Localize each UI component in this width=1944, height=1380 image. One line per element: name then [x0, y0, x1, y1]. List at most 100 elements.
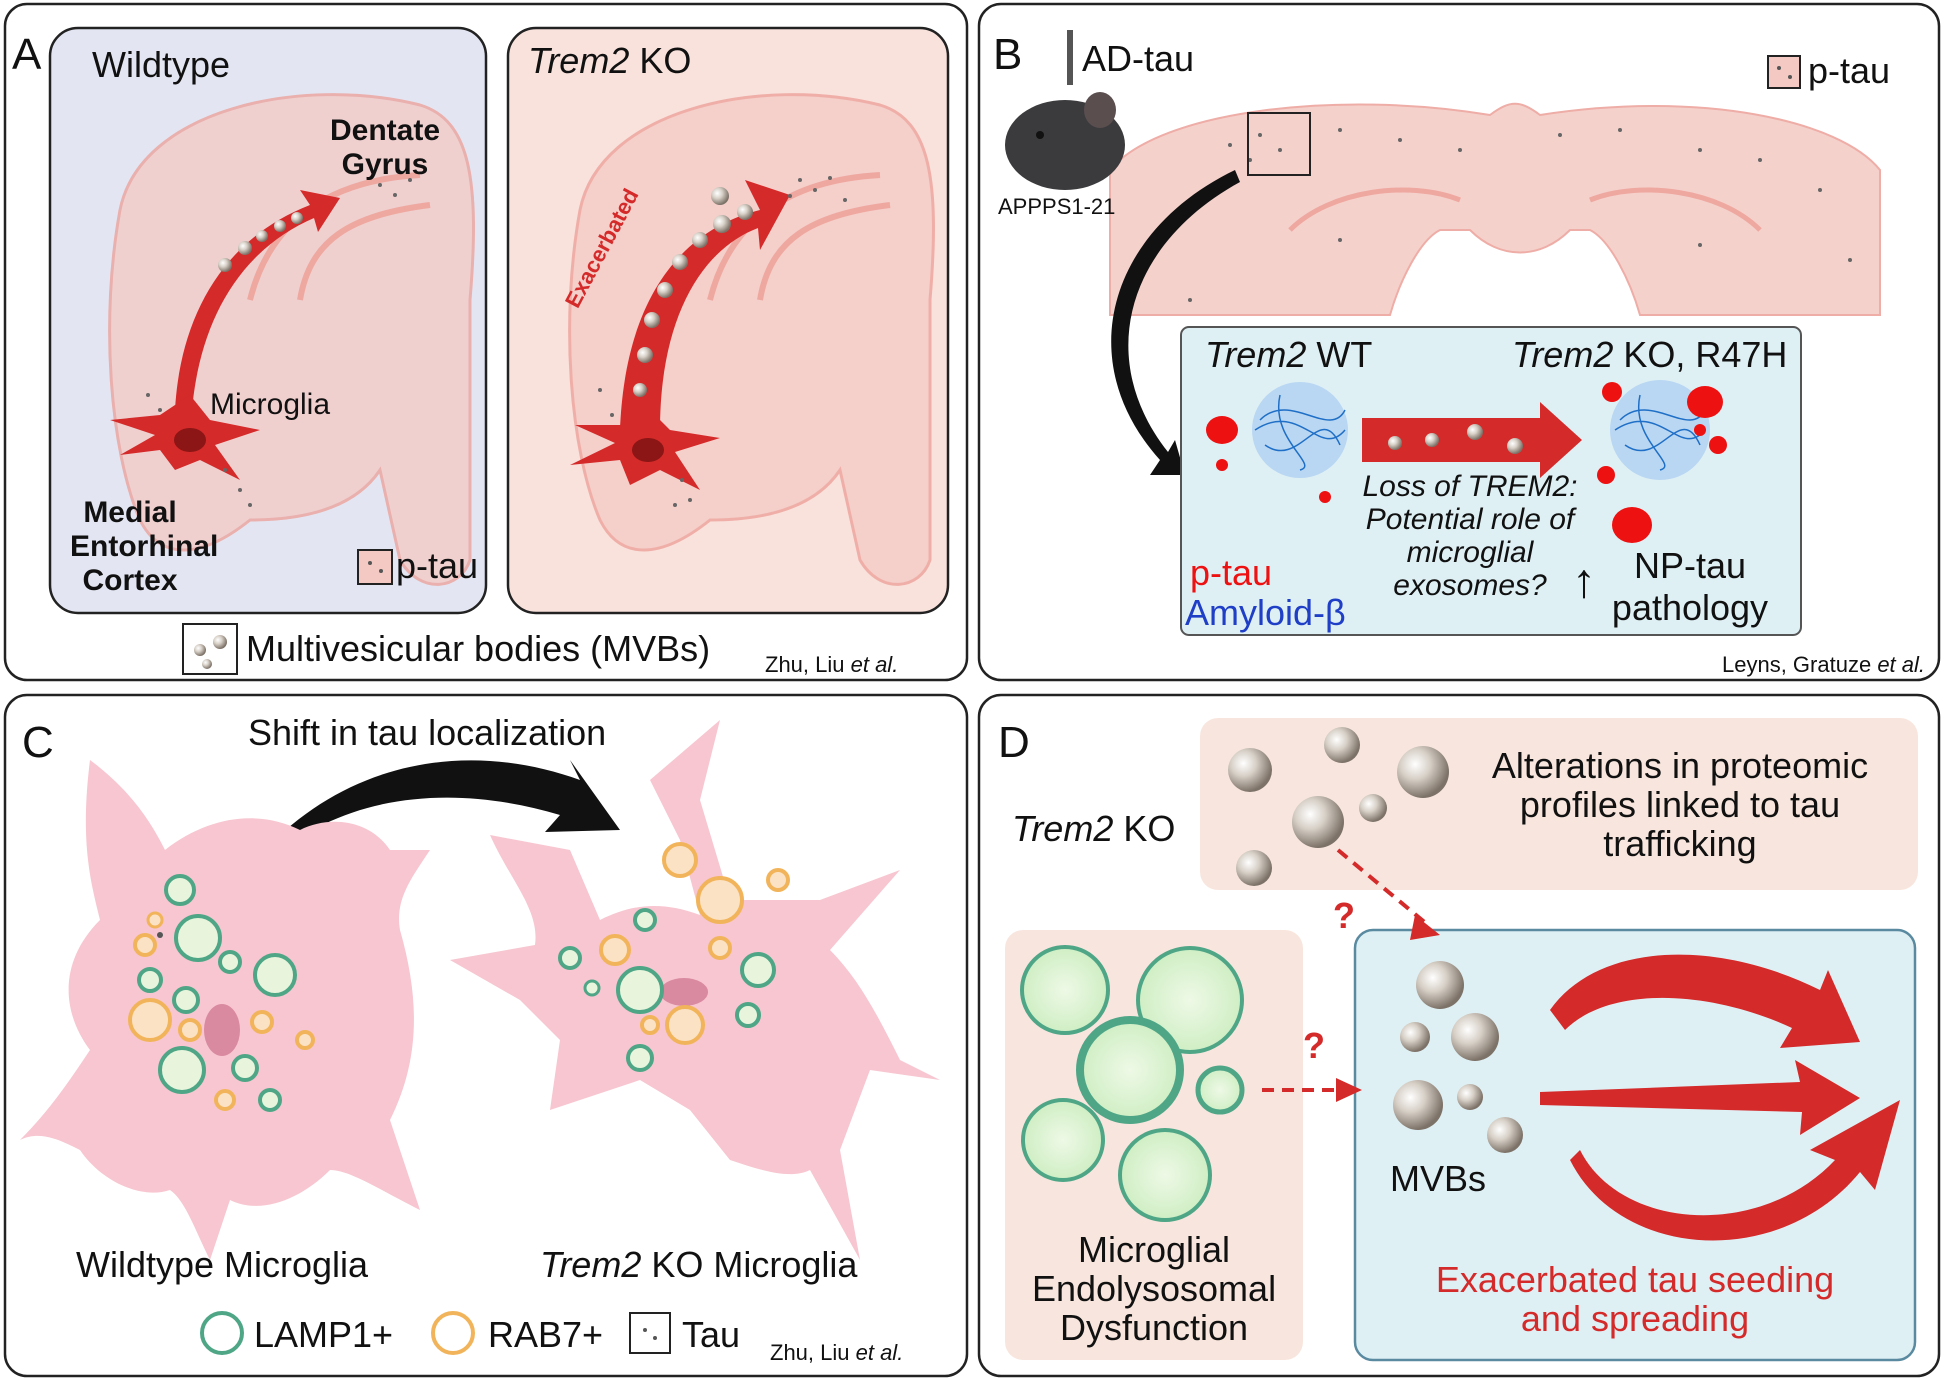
tau-label: Tau — [682, 1314, 741, 1355]
ptau-legend-swatch-b — [1767, 55, 1801, 89]
ko-microglia-rest: KO Microglia — [641, 1244, 858, 1285]
panel-b-brain — [1109, 102, 1881, 316]
endo-line1: Microglial — [1077, 1229, 1231, 1270]
wt-nucleus — [204, 1004, 240, 1056]
exacerbated-line2: and spreading — [1520, 1298, 1750, 1339]
brain-zoom-box — [1247, 112, 1311, 176]
up-arrow: ↑ — [1572, 555, 1596, 608]
ko-vesicles — [558, 842, 790, 1072]
citation-b-names: Leyns, Gratuze — [1722, 652, 1878, 677]
mvb-legend-label: Multivesicular bodies (MVBs) — [246, 628, 711, 669]
ko-amyloid-plaque — [1610, 380, 1710, 480]
ko-microglia — [570, 410, 720, 490]
ko-spread-arrow — [620, 180, 790, 430]
ko-r47h-label: Trem2 KO, R47H — [1512, 334, 1787, 376]
lamp1-label: LAMP1+ — [254, 1314, 394, 1355]
panel-a-letter: A — [12, 30, 42, 79]
mvbs-cluster — [1393, 961, 1523, 1153]
shift-label: Shift in tau localization — [248, 712, 607, 753]
trem2-arrow-mvbs — [1388, 424, 1523, 454]
ptau-legend-swatch-a — [357, 549, 393, 585]
proteomic-mvbs — [1228, 727, 1449, 886]
ko-microglia-label: Trem2 KO Microglia — [540, 1244, 857, 1286]
np-line2: pathology — [1611, 587, 1769, 628]
dentate-line1: Dentate — [330, 114, 441, 147]
endolysosomal-vesicles — [1020, 945, 1245, 1222]
ad-tau-label: AD-tau — [1082, 38, 1195, 79]
question-line3: microglial — [1406, 536, 1534, 569]
citation-b: Leyns, Gratuze et al. — [1722, 652, 1925, 678]
question-line4: exosomes? — [1393, 569, 1547, 602]
wildtype-arrow-mvbs — [218, 212, 303, 272]
mec-line1: Medial — [83, 496, 177, 529]
wildtype-spread-arrow — [175, 190, 340, 410]
panel-b-tau-speckles — [1188, 128, 1852, 302]
wt-microglia-label: Wildtype Microglia — [76, 1244, 369, 1285]
ko-label-rest: KO — [629, 40, 692, 81]
citation-a-names: Zhu, Liu — [765, 652, 851, 677]
panel-d-letter: D — [998, 718, 1030, 767]
rab7-legend-icon — [431, 1311, 475, 1355]
ko-microglia-gene: Trem2 — [540, 1244, 642, 1285]
ko-label-gene: Trem2 — [528, 40, 630, 81]
ko-brain — [568, 93, 935, 586]
panel-b-letter: B — [993, 30, 1023, 79]
np-line1: NP-tau — [1633, 545, 1747, 586]
panel-b-hippocampus — [1288, 187, 1762, 232]
wildtype-vesicles — [128, 874, 315, 1112]
ptau-legend-label-b: p-tau — [1808, 50, 1891, 91]
question-mark-2: ? — [1303, 1025, 1325, 1066]
question-line2: Potential role of — [1365, 503, 1575, 536]
trem2-arrow — [1362, 402, 1582, 478]
trem2ko-gene: Trem2 — [1012, 808, 1114, 849]
mec-line3: Cortex — [82, 564, 178, 597]
panel-a-tau-speckles — [146, 176, 847, 507]
proteomic-line1: Alterations in proteomic — [1491, 745, 1869, 786]
ko-label: Trem2 KO — [528, 40, 691, 82]
proteomic-line3: trafficking — [1603, 823, 1757, 864]
spread-arrow-middle — [1540, 1060, 1860, 1135]
wt-label: Trem2 WT — [1205, 334, 1372, 376]
ko-r47h-gene: Trem2 — [1512, 334, 1614, 375]
tau-legend-icon — [629, 1312, 671, 1354]
wt-amyloid-plaque — [1252, 382, 1348, 478]
spread-arrow-top — [1550, 954, 1860, 1048]
citation-a-etal: et al. — [850, 652, 899, 677]
citation-c: Zhu, Liu et al. — [770, 1340, 903, 1366]
trem2ko-label: Trem2 KO — [1012, 808, 1175, 850]
shift-arrow — [265, 760, 620, 860]
amyloid-key: Amyloid-β — [1185, 592, 1346, 633]
lamp1-legend-icon — [200, 1311, 244, 1355]
question-line1: Loss of TREM2: — [1362, 470, 1578, 503]
dentate-line2: Gyrus — [341, 148, 429, 181]
ko-r47h-rest: KO, R47H — [1613, 334, 1788, 375]
proteomic-line2: profiles linked to tau — [1519, 784, 1841, 825]
mvbs-label: MVBs — [1390, 1158, 1487, 1199]
citation-a: Zhu, Liu et al. — [765, 652, 898, 678]
wt-label-gene: Trem2 — [1205, 334, 1307, 375]
zoom-arrow — [1111, 170, 1240, 475]
proteomic-box — [1200, 718, 1918, 890]
ko-arrow-mvbs — [633, 187, 753, 397]
rab7-label: RAB7+ — [488, 1314, 604, 1355]
ptau-legend-label-a: p-tau — [396, 545, 479, 586]
endo-line3: Dysfunction — [1059, 1307, 1249, 1348]
ptau-blobs — [1206, 382, 1727, 543]
mec-line2: Entorhinal — [70, 530, 219, 563]
citation-c-names: Zhu, Liu — [770, 1340, 856, 1365]
citation-c-etal: et al. — [855, 1340, 904, 1365]
exacerbated-line1: Exacerbated tau seeding — [1435, 1259, 1835, 1300]
wildtype-label: Wildtype — [92, 44, 231, 85]
spread-arrow-bottom — [1570, 1100, 1900, 1241]
panel-c-letter: C — [22, 718, 54, 767]
citation-b-etal: et al. — [1877, 652, 1926, 677]
wt-label-rest: WT — [1306, 334, 1373, 375]
